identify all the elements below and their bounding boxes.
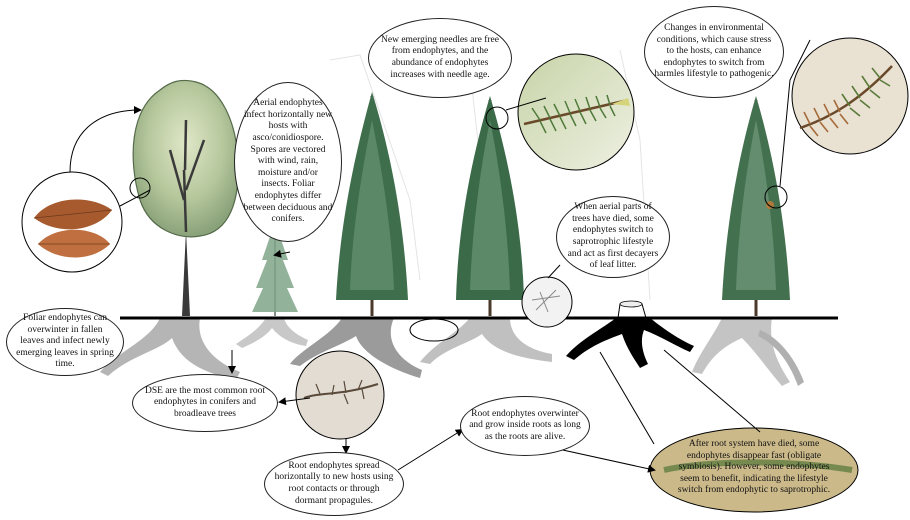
label-dse-text: DSE are the most common root endophytes … [144,385,266,419]
stump-roots [566,318,694,368]
zoom-marker-conifer-2 [485,106,509,130]
label-root-overwinter: Root endophytes overwinter and grow insi… [460,396,590,456]
label-environmental-text: Changes in environmental conditions, whi… [654,23,774,80]
root-conifer-2 [420,318,552,364]
label-aerial-text: Aerial endophytes infect horizontally ne… [243,98,333,225]
label-dse: DSE are the most common root endophytes … [132,374,278,432]
leaf-litter-icon [521,276,573,328]
root-sapling [236,318,308,348]
label-root-dead-text: After root system have died, some endoph… [677,439,831,496]
label-new-needles: New emerging needles are free from endop… [368,18,512,98]
label-foliar-text: Foliar endophytes can overwinter in fall… [16,313,114,370]
label-root-dead: After root system have died, some endoph… [664,430,844,506]
broadleaf-tree-icon [132,79,239,316]
zoom-marker-broadleaf [129,177,151,199]
label-new-needles-text: New emerging needles are free from endop… [381,34,499,80]
zoom-marker-conifer-3 [764,185,788,209]
label-root-spread-text: Root endophytes spread horizontally to n… [274,460,394,506]
needle-photo-ellipse [649,427,859,513]
conifer-tree-icon-2 [456,96,524,316]
conifer-tree-icon-3 [722,96,790,316]
root-conifer-3 [692,318,790,386]
label-aerial: Aerial endophytes infect horizontally ne… [234,82,342,242]
fallen-leaves-icon [21,171,123,273]
conifer-tree-icon-1 [336,92,408,316]
label-foliar: Foliar endophytes can overwinter in fall… [6,308,124,376]
label-aerial-dead: When aerial parts of trees have died, so… [556,196,670,278]
root-conifer-1 [290,318,422,378]
stump-icon [617,300,647,319]
root-fragment-icon [295,350,385,440]
needle-shoot-icon-1 [517,53,635,171]
label-aerial-dead-text: When aerial parts of trees have died, so… [567,202,659,271]
label-root-spread: Root endophytes spread horizontally to n… [264,452,404,516]
roots-group [100,318,804,386]
label-environmental: Changes in environmental conditions, whi… [644,6,784,98]
root-conifer-3b [758,330,804,386]
zoom-marker-root [409,318,459,342]
root-broadleaf [100,318,240,380]
label-root-overwinter-text: Root endophytes overwinter and grow insi… [469,408,581,442]
needle-shoot-icon-2 [791,37,909,155]
